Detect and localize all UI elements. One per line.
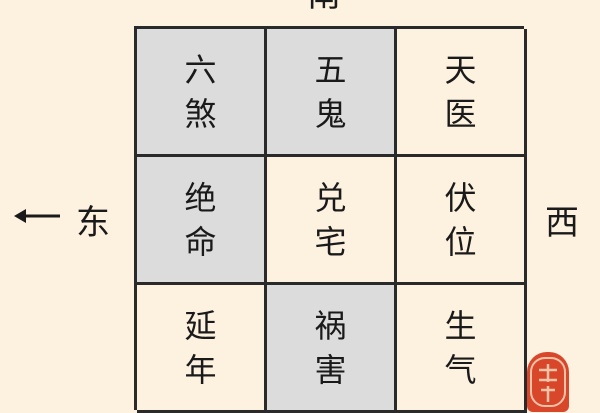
cell-text-top: 祸 xyxy=(314,306,347,345)
grid-cell-liusha: 六 煞 xyxy=(137,29,267,157)
grid-cell-yannian: 延 年 xyxy=(137,285,267,413)
cell-text-top: 生 xyxy=(444,306,477,345)
cell-text-top: 六 xyxy=(184,50,217,89)
cell-text-top: 天 xyxy=(444,50,477,89)
cell-text-bottom: 医 xyxy=(444,94,477,133)
direction-west-label: 西 xyxy=(545,203,579,243)
grid-cell-shengqi: 生 气 xyxy=(397,285,527,413)
grid-cell-huohai: 祸 害 xyxy=(267,285,397,413)
cell-text-top: 兑 xyxy=(314,178,347,217)
grid-cell-wugui: 五 鬼 xyxy=(267,29,397,157)
cell-text-bottom: 命 xyxy=(184,222,217,261)
cell-text-top: 五 xyxy=(314,50,347,89)
direction-north-label: 南 xyxy=(307,0,341,12)
direction-east-label: 东 xyxy=(76,203,110,243)
grid-cell-duizhai: 兑 宅 xyxy=(267,157,397,285)
seal-stamp-icon xyxy=(527,352,569,412)
cell-text-bottom: 气 xyxy=(444,350,477,389)
cell-text-bottom: 煞 xyxy=(184,94,217,133)
grid-cell-jueming: 绝 命 xyxy=(137,157,267,285)
cell-text-bottom: 鬼 xyxy=(314,94,347,133)
cell-text-bottom: 害 xyxy=(314,350,347,389)
grid-cell-tianyi: 天 医 xyxy=(397,29,527,157)
cell-text-top: 绝 xyxy=(184,178,217,217)
cell-text-bottom: 年 xyxy=(184,350,217,389)
cell-text-top: 伏 xyxy=(444,178,477,217)
left-arrow-icon xyxy=(14,209,60,223)
cell-text-top: 延 xyxy=(184,306,217,345)
seal-mark-icon xyxy=(530,357,566,407)
cell-text-bottom: 宅 xyxy=(314,222,347,261)
grid-cell-fuwei: 伏 位 xyxy=(397,157,527,285)
cell-text-bottom: 位 xyxy=(444,222,477,261)
nine-palace-grid: 六 煞 五 鬼 天 医 绝 命 兑 宅 伏 位 延 年 祸 害 生 气 xyxy=(134,26,527,413)
